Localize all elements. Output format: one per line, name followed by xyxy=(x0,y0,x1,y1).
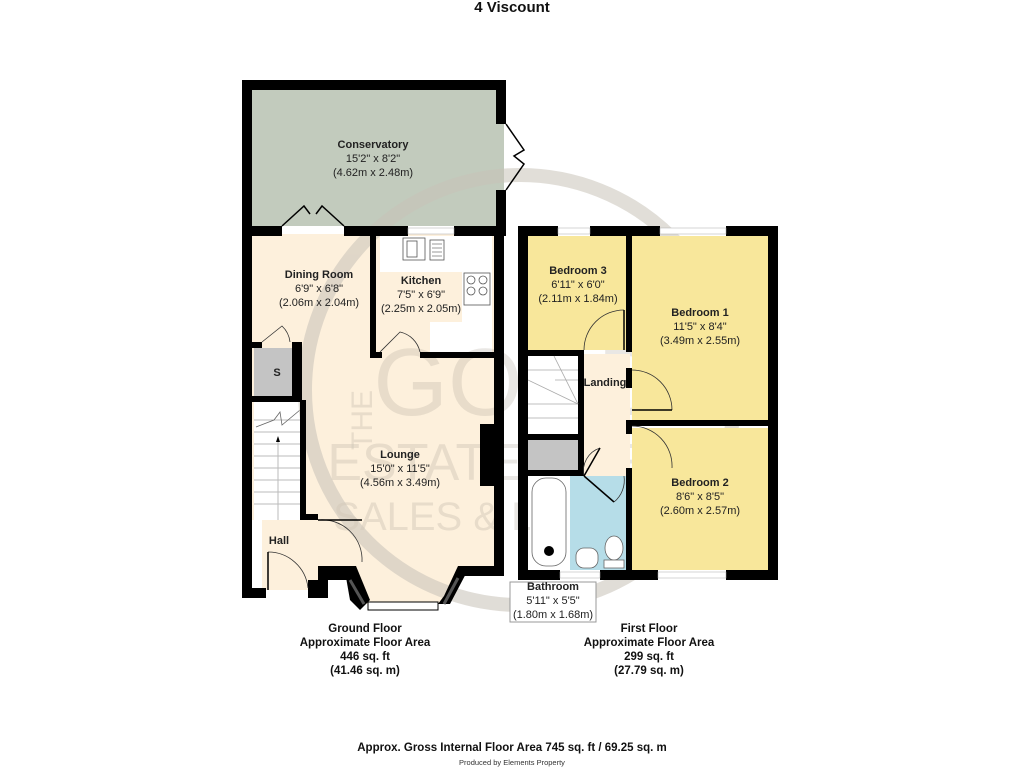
room-label-storage: S xyxy=(273,367,281,379)
ff-stairs-fill xyxy=(528,354,580,434)
gross-internal-area: Approx. Gross Internal Floor Area 745 sq… xyxy=(357,742,667,754)
bedroom1-fill xyxy=(632,236,768,422)
first-floor-area: First Floor Approximate Floor Area 299 s… xyxy=(583,623,715,677)
room-label-landing: Landing xyxy=(583,377,627,389)
bathroom-label-box xyxy=(509,581,597,623)
produced-by-credit: Produced by Elements Property xyxy=(459,758,565,767)
storage-cupboard-fill xyxy=(254,348,296,396)
room-label-bathroom: Bathroom 5'11" x 5'5" (1.80m x 1.68m) xyxy=(512,581,594,621)
conservatory-fill xyxy=(252,90,504,226)
room-label-conservatory: Conservatory 15'2" x 8'2" (4.62m x 2.48m… xyxy=(332,139,414,179)
room-label-lounge: Lounge 15'0" x 11'5" (4.56m x 3.49m) xyxy=(359,449,441,489)
room-label-hall: Hall xyxy=(268,535,290,547)
ground-floor-area: Ground Floor Approximate Floor Area 446 … xyxy=(299,623,431,677)
room-label-dining-room: Dining Room 6'9" x 6'8" (2.06m x 2.04m) xyxy=(278,269,360,309)
svg-text:THE: THE xyxy=(346,390,379,450)
bedroom2-fill xyxy=(632,428,768,570)
room-label-bedroom-3: Bedroom 3 6'11" x 6'0" (2.11m x 1.84m) xyxy=(538,265,618,305)
plan-title: 4 Viscount xyxy=(474,0,550,16)
bedroom3-fill xyxy=(528,236,626,350)
stairs-fill xyxy=(254,402,300,520)
ff-cupboard-fill xyxy=(528,440,580,470)
room-label-bedroom-1: Bedroom 1 11'5" x 8'4" (3.49m x 2.55m) xyxy=(659,307,741,347)
room-label-kitchen: Kitchen 7'5" x 6'9" (2.25m x 2.05m) xyxy=(380,275,462,315)
room-label-bedroom-2: Bedroom 2 8'6" x 8'5" (2.60m x 2.57m) xyxy=(659,477,741,517)
